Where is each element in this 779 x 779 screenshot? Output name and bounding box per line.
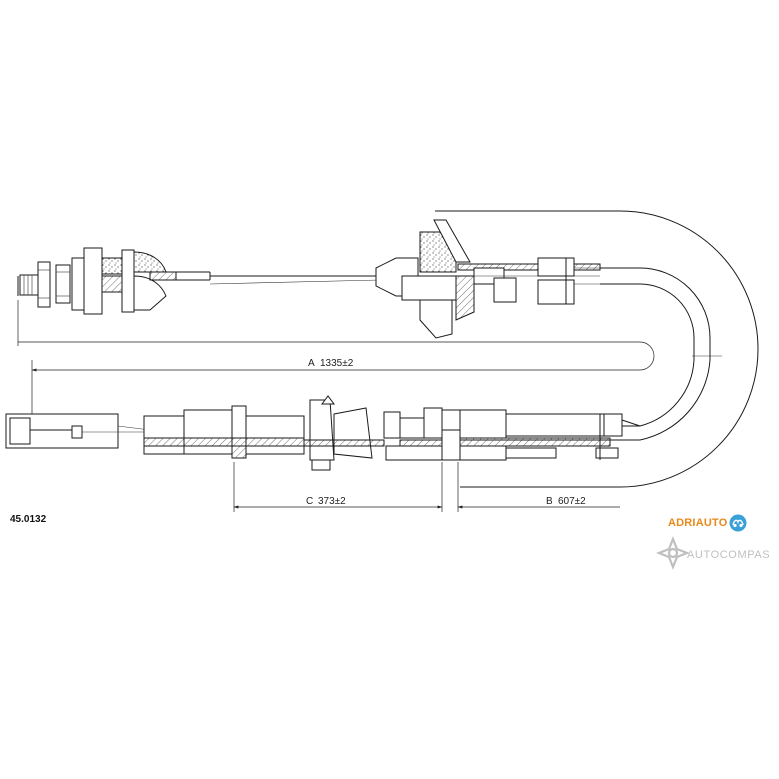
lower-end-eyelet bbox=[5, 413, 151, 449]
watermark: AUTOCOMPAS bbox=[655, 535, 770, 571]
dimension-b: B 607±2 bbox=[457, 462, 620, 512]
dimension-b-label: B bbox=[546, 496, 553, 507]
dimension-a-label: A bbox=[308, 358, 315, 369]
dimension-c-value: 373±2 bbox=[318, 496, 346, 507]
dimension-c: C 373±2 bbox=[233, 462, 443, 512]
brand-emblem-icon bbox=[729, 514, 747, 532]
autocompas-logo-icon bbox=[656, 536, 690, 570]
upper-end-fitting bbox=[17, 247, 211, 315]
brand-name: ADRIAUTO bbox=[668, 517, 728, 529]
dimension-a: A 1335±2 bbox=[17, 300, 655, 430]
dimension-c-label: C bbox=[306, 496, 313, 507]
part-number: 45.0132 bbox=[10, 514, 47, 525]
upper-grommet-fitting bbox=[375, 219, 601, 339]
dimension-a-value: 1335±2 bbox=[320, 358, 354, 369]
brand-logo: ADRIAUTO bbox=[668, 513, 748, 533]
cable-sheath-loop bbox=[435, 210, 759, 488]
lower-adjuster-fitting bbox=[143, 395, 641, 471]
inner-wire-upper bbox=[209, 275, 381, 285]
dimension-b-value: 607±2 bbox=[558, 496, 586, 507]
watermark-text: AUTOCOMPAS bbox=[687, 549, 771, 561]
